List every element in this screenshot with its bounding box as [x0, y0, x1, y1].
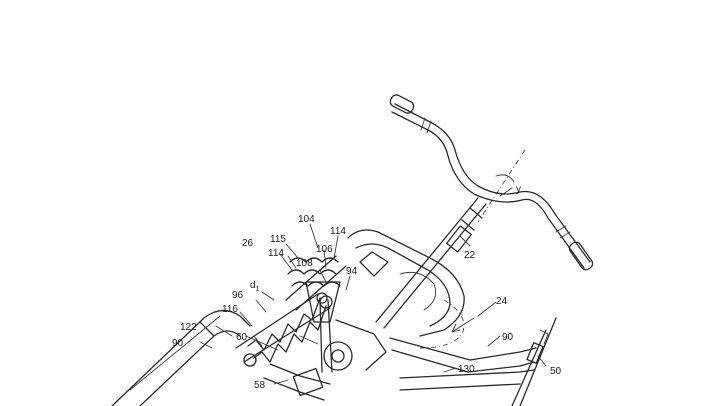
label-116: 116 [222, 304, 238, 315]
label-130: 130 [458, 364, 475, 375]
upper-spring [285, 255, 347, 311]
label-90-left: 90 [172, 338, 184, 349]
leader-lines [199, 187, 547, 385]
label-50: 50 [550, 366, 562, 377]
handlebar [389, 94, 594, 271]
central-rocker [245, 281, 387, 401]
reference-labels: 104 115 114 106 114 26 108 94 22 y d1 96… [172, 184, 562, 391]
left-frame-rail [111, 309, 251, 406]
steering-column [375, 197, 487, 329]
label-90-right: 90 [502, 332, 514, 343]
shock-spring [235, 293, 333, 367]
label-58: 58 [254, 380, 266, 391]
label-122: 122 [180, 322, 197, 333]
label-24: 24 [496, 296, 508, 307]
label-115: 115 [270, 234, 286, 245]
label-22: 22 [464, 250, 476, 261]
label-94: 94 [346, 266, 358, 277]
label-96: 96 [232, 290, 244, 301]
right-linkage [511, 317, 557, 406]
label-106: 106 [316, 244, 333, 255]
label-y: y [516, 184, 521, 195]
label-d1: d1 [250, 280, 260, 293]
steering-axis [477, 149, 526, 223]
label-114-top: 114 [330, 226, 346, 237]
label-114-left: 114 [268, 248, 284, 259]
label-60: 60 [236, 332, 248, 343]
label-26: 26 [242, 238, 254, 249]
label-104: 104 [298, 214, 315, 225]
right-frame-arm [389, 317, 537, 391]
seat-fairing [347, 229, 465, 349]
label-108: 108 [296, 258, 313, 269]
